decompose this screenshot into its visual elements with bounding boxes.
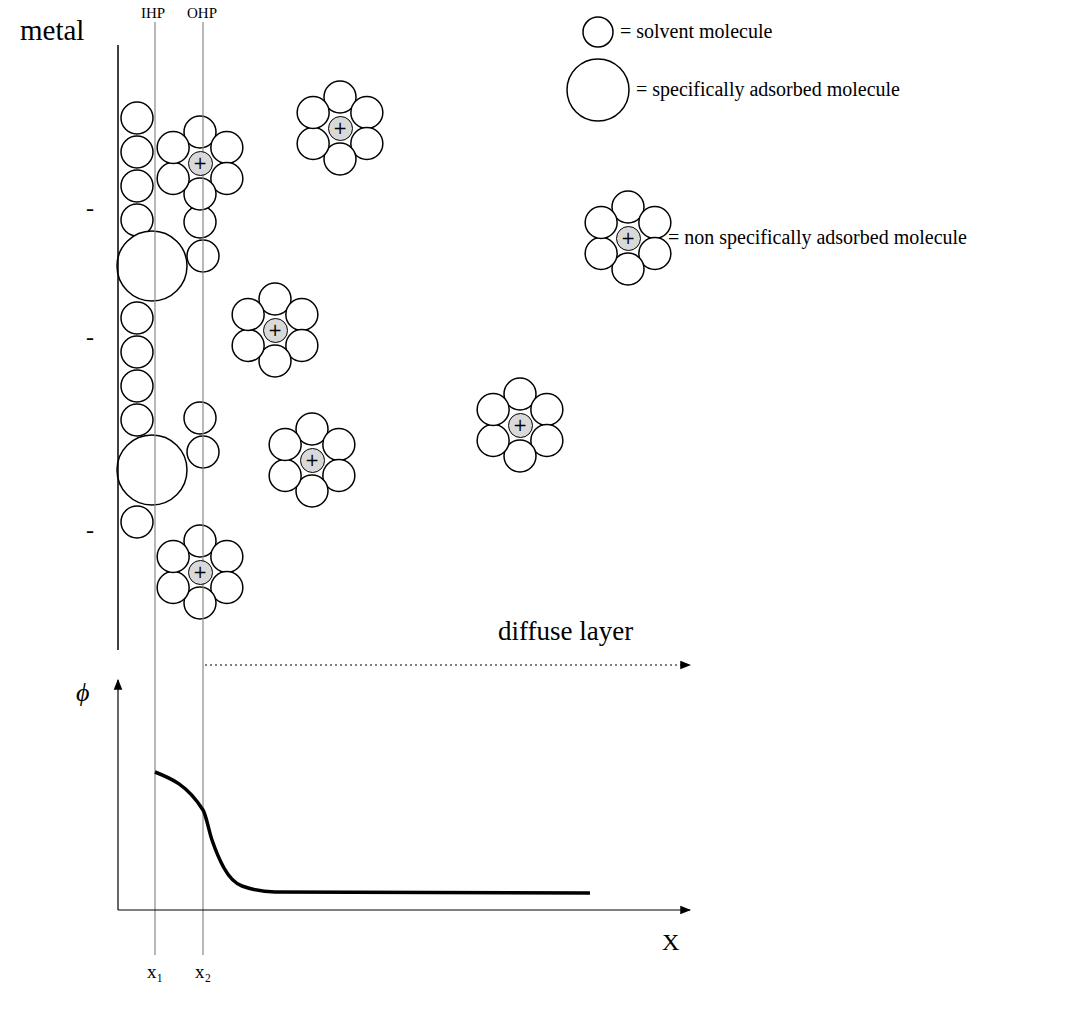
phi-axis — [117, 680, 118, 910]
metal-surface — [117, 45, 119, 650]
molecule-circle — [567, 59, 629, 121]
label-text: ϕ — [76, 680, 89, 706]
charge-sign: + — [333, 120, 347, 137]
label-text: - — [86, 518, 94, 542]
molecule-circle — [583, 17, 613, 47]
cation-core: + — [263, 318, 288, 343]
molecule-circle — [232, 299, 264, 331]
molecule-circle — [297, 97, 329, 129]
molecule-circle — [297, 128, 329, 160]
molecule-circle — [269, 429, 301, 461]
molecule-circle — [184, 402, 216, 434]
charge-sign: + — [268, 322, 282, 339]
charge-sign: + — [193, 155, 207, 172]
molecule-circle — [121, 302, 153, 334]
molecule-circle — [211, 132, 243, 164]
legend-text: = solvent molecule — [620, 21, 772, 41]
label-text: - — [86, 325, 94, 349]
cation-core: + — [328, 116, 353, 141]
molecule-circle — [585, 207, 617, 239]
cation-core: + — [616, 226, 641, 251]
label-text: diffuse layer — [498, 618, 633, 645]
cation-core: + — [188, 151, 213, 176]
molecule-circle — [477, 394, 509, 426]
molecule-circle — [121, 404, 153, 436]
charge-sign: + — [193, 564, 207, 581]
legend-text: = specifically adsorbed molecule — [636, 79, 900, 99]
legend-text: = non specifically adsorbed molecule — [668, 227, 967, 247]
molecule-circle — [121, 336, 153, 368]
ihp-line — [154, 22, 155, 955]
molecule-circle — [323, 429, 355, 461]
cation-core: + — [508, 413, 533, 438]
molecule-circle — [157, 541, 189, 573]
label-text: metal — [20, 16, 84, 45]
molecule-circle — [157, 163, 189, 195]
cation-core: + — [188, 560, 213, 585]
x-axis — [118, 909, 690, 910]
molecule-circle — [585, 238, 617, 270]
molecule-circle — [121, 102, 153, 134]
charge-sign: + — [513, 417, 527, 434]
molecule-circle — [184, 206, 216, 238]
molecule-circle — [121, 370, 153, 402]
molecule-circle — [351, 97, 383, 129]
label-text: x₂ — [195, 962, 211, 981]
charge-sign: + — [305, 452, 319, 469]
molecule-circle — [117, 435, 187, 505]
molecule-circle — [477, 425, 509, 457]
molecule-circle — [121, 136, 153, 168]
molecule-circle — [157, 572, 189, 604]
molecule-circle — [286, 299, 318, 331]
molecule-circle — [531, 394, 563, 426]
molecule-circle — [269, 460, 301, 492]
label-text: X — [662, 930, 679, 954]
molecule-circle — [157, 132, 189, 164]
molecule-circle — [117, 231, 187, 301]
molecule-circles — [117, 17, 671, 619]
cation-core: + — [300, 448, 325, 473]
label-text: - — [86, 196, 94, 220]
molecule-circle — [121, 506, 153, 538]
potential-curve — [155, 772, 590, 893]
charge-sign: + — [621, 230, 635, 247]
label-text: IHP — [141, 6, 165, 21]
molecule-circle — [121, 170, 153, 202]
molecule-circle — [232, 330, 264, 362]
label-text: x₁ — [147, 962, 163, 981]
diffuse-layer-arrow — [205, 664, 690, 665]
label-text: OHP — [187, 6, 217, 21]
molecule-circle — [639, 207, 671, 239]
molecule-circle — [211, 541, 243, 573]
